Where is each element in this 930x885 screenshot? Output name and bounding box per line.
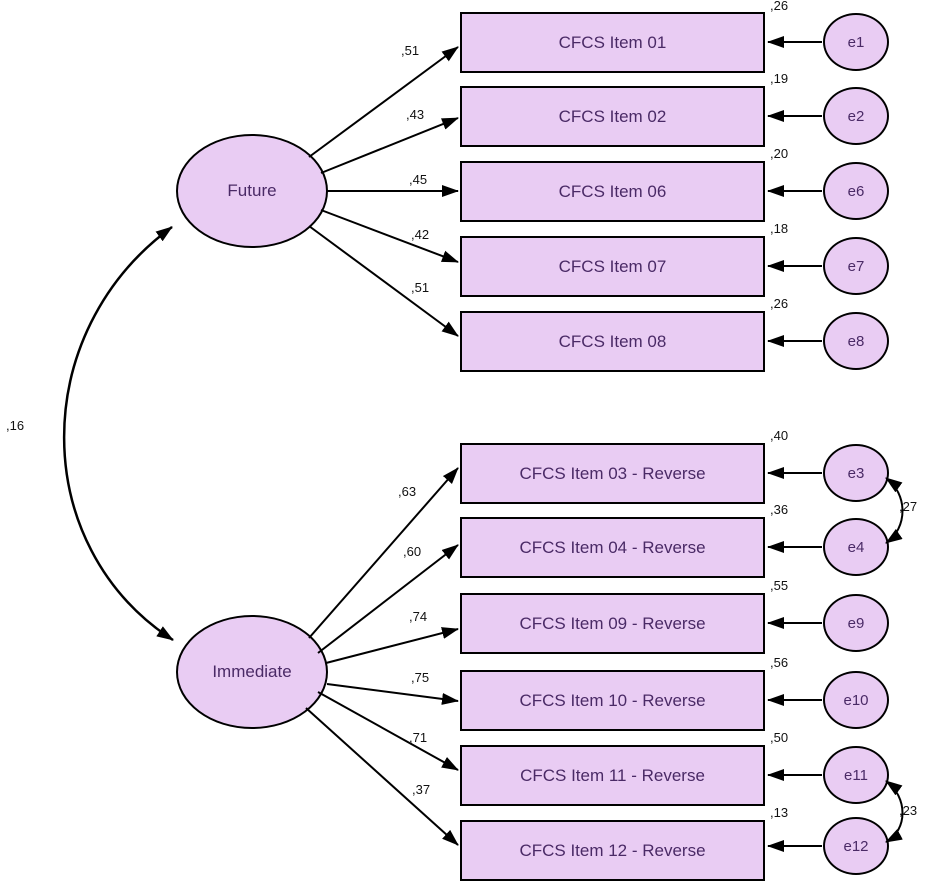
loading-path-future-item08 — [308, 225, 459, 337]
error-term-e12: e12 — [823, 817, 889, 875]
error-variance-e1: ,26 — [770, 0, 789, 13]
indicator-label: CFCS Item 03 - Reverse — [519, 463, 706, 483]
indicator-label: CFCS Item 07 — [558, 256, 667, 276]
indicator-label: CFCS Item 06 — [558, 181, 667, 201]
error-term-e6: e6 — [823, 162, 889, 220]
error-variance-e7: ,18 — [770, 221, 789, 236]
error-variance-e9: ,55 — [770, 578, 789, 593]
error-label: e2 — [847, 107, 865, 125]
error-term-e11: e11 — [823, 746, 889, 804]
error-term-e2: e2 — [823, 87, 889, 145]
loading-value-item10: ,75 — [411, 670, 430, 685]
indicator-label: CFCS Item 08 — [558, 331, 667, 351]
indicator-cfcs-item-04-reverse: CFCS Item 04 - Reverse — [460, 517, 765, 578]
loading-value-item11: ,71 — [409, 730, 428, 745]
indicator-cfcs-item-10-reverse: CFCS Item 10 - Reverse — [460, 670, 765, 731]
indicator-cfcs-item-01: CFCS Item 01 — [460, 12, 765, 73]
indicator-cfcs-item-06: CFCS Item 06 — [460, 161, 765, 222]
loading-value-item07: ,42 — [411, 227, 430, 242]
indicator-cfcs-item-12-reverse: CFCS Item 12 - Reverse — [460, 820, 765, 881]
error-label: e8 — [847, 332, 865, 350]
error-variance-e6: ,20 — [770, 146, 789, 161]
error-term-e9: e9 — [823, 594, 889, 652]
loading-path-immediate-item09 — [325, 627, 459, 664]
loading-path-immediate-item10 — [326, 683, 459, 705]
error-label: e10 — [843, 691, 869, 709]
indicator-cfcs-item-07: CFCS Item 07 — [460, 236, 765, 297]
error-label: e11 — [844, 766, 868, 784]
indicator-label: CFCS Item 10 - Reverse — [519, 690, 706, 710]
indicator-label: CFCS Item 04 - Reverse — [519, 537, 706, 557]
factor-correlation-value: ,16 — [6, 418, 25, 433]
loading-path-immediate-item11 — [317, 691, 459, 771]
loading-value-item04: ,60 — [403, 544, 422, 559]
error-variance-e2: ,19 — [770, 71, 789, 86]
loading-path-future-item02 — [320, 117, 459, 174]
error-term-e4: e4 — [823, 518, 889, 576]
indicator-cfcs-item-08: CFCS Item 08 — [460, 311, 765, 372]
error-variance-e8: ,26 — [770, 296, 789, 311]
error-term-e3: e3 — [823, 444, 889, 502]
loading-value-item03: ,63 — [398, 484, 417, 499]
indicator-label: CFCS Item 09 - Reverse — [519, 613, 706, 633]
indicator-cfcs-item-03-reverse: CFCS Item 03 - Reverse — [460, 443, 765, 504]
indicator-label: CFCS Item 11 - Reverse — [520, 765, 705, 785]
covariance-value-e11-e12: ,23 — [899, 803, 918, 818]
error-label: e12 — [843, 837, 869, 855]
covariance-value-e3-e4: ,27 — [899, 499, 918, 514]
factor-label: Immediate — [212, 662, 292, 681]
indicator-cfcs-item-09-reverse: CFCS Item 09 - Reverse — [460, 593, 765, 654]
error-variance-e12: ,13 — [770, 805, 789, 820]
error-term-e8: e8 — [823, 312, 889, 370]
factor-label: Future — [227, 181, 277, 200]
loading-value-item01: ,51 — [401, 43, 420, 58]
loading-value-item02: ,43 — [406, 107, 425, 122]
correlation-path-future-immediate — [62, 225, 174, 642]
error-variance-e3: ,40 — [770, 428, 789, 443]
loading-value-item12: ,37 — [412, 782, 431, 797]
loading-path-future-item01 — [308, 46, 459, 158]
error-term-e7: e7 — [823, 237, 889, 295]
error-label: e1 — [847, 33, 865, 51]
latent-factor-future: Future — [176, 134, 328, 248]
error-term-e1: e1 — [823, 13, 889, 71]
error-variance-e10: ,56 — [770, 655, 789, 670]
loading-path-future-item07 — [320, 209, 459, 263]
error-label: e3 — [847, 464, 865, 482]
error-label: e4 — [847, 538, 865, 556]
loading-value-item06: ,45 — [409, 172, 428, 187]
indicator-label: CFCS Item 01 — [558, 32, 667, 52]
error-variance-e11: ,50 — [770, 730, 789, 745]
loading-path-immediate-item03 — [308, 467, 459, 639]
error-term-e10: e10 — [823, 671, 889, 729]
error-label: e9 — [847, 614, 865, 632]
loading-value-item09: ,74 — [409, 609, 428, 624]
error-label: e6 — [847, 182, 865, 200]
indicator-cfcs-item-02: CFCS Item 02 — [460, 86, 765, 147]
indicator-label: CFCS Item 02 — [558, 106, 667, 126]
indicator-cfcs-item-11-reverse: CFCS Item 11 - Reverse — [460, 745, 765, 806]
error-variance-e4: ,36 — [770, 502, 789, 517]
indicator-label: CFCS Item 12 - Reverse — [519, 840, 706, 860]
loading-value-item08: ,51 — [411, 280, 430, 295]
error-label: e7 — [847, 257, 865, 275]
latent-factor-immediate: Immediate — [176, 615, 328, 729]
loading-path-immediate-item12 — [305, 707, 459, 846]
loading-path-immediate-item04 — [317, 544, 459, 654]
